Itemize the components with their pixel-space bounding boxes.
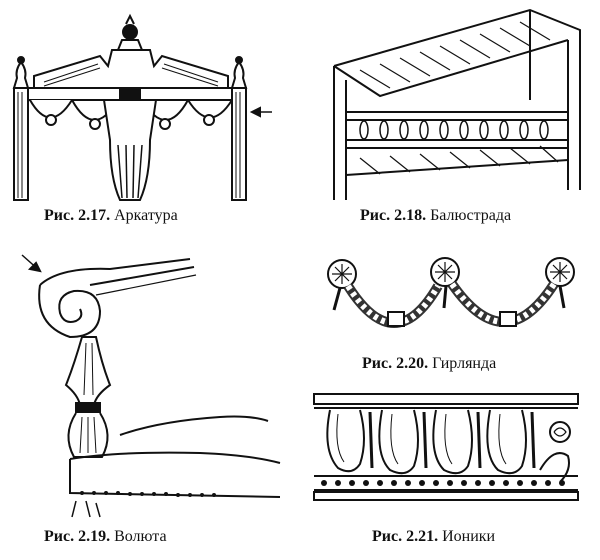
caption-fig-2-17: Рис. 2.17. Аркатура	[44, 207, 178, 225]
balustrade-illustration	[333, 8, 581, 200]
figure-volute	[0, 245, 290, 525]
figure-balustrade	[320, 0, 600, 205]
caption-number: Рис. 2.21.	[372, 528, 439, 545]
figure-garland	[310, 250, 600, 350]
volute-illustration	[21, 254, 281, 518]
caption-fig-2-20: Рис. 2.20. Гирлянда	[362, 355, 496, 373]
caption-fig-2-21: Рис. 2.21. Ионики	[372, 528, 495, 546]
figure-arcature	[0, 0, 290, 205]
caption-title: Ионики	[442, 528, 496, 545]
caption-title: Волюта	[114, 528, 167, 545]
caption-fig-2-18: Рис. 2.18. Балюстрада	[360, 207, 511, 225]
figure-ionics	[308, 390, 600, 525]
arcature-illustration	[12, 13, 272, 201]
caption-fig-2-19: Рис. 2.19. Волюта	[44, 528, 167, 546]
caption-number: Рис. 2.17.	[44, 207, 111, 224]
caption-title: Балюстрада	[430, 207, 512, 224]
caption-number: Рис. 2.18.	[360, 207, 427, 224]
caption-title: Аркатура	[114, 207, 178, 224]
caption-number: Рис. 2.19.	[44, 528, 111, 545]
ionics-illustration	[313, 393, 579, 501]
caption-number: Рис. 2.20.	[362, 355, 429, 372]
caption-title: Гирлянда	[432, 355, 497, 372]
garland-illustration	[327, 257, 575, 328]
